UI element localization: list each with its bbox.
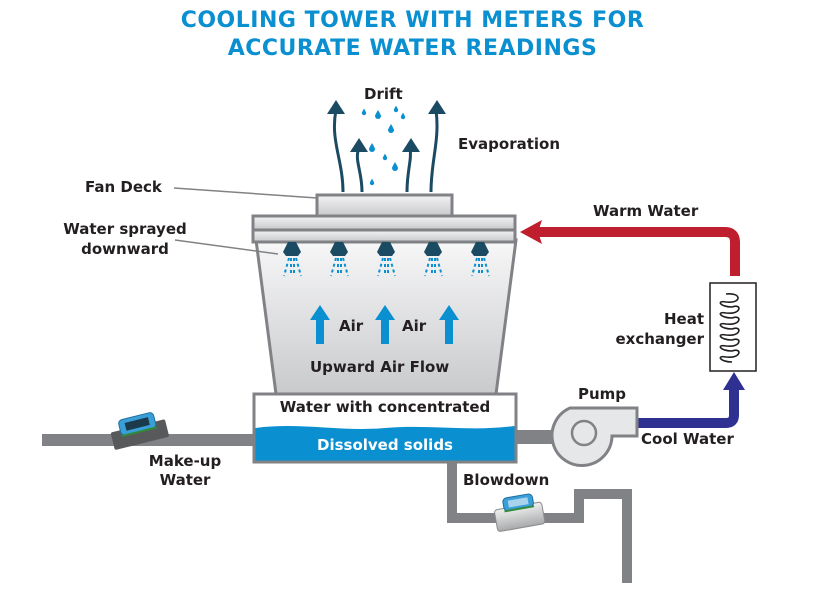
warm-water-pipe	[520, 220, 740, 276]
water-droplet-icon	[393, 105, 399, 113]
fan-deck-label: Fan Deck	[85, 178, 162, 196]
pump-label: Pump	[578, 385, 627, 403]
heat-exchanger-label-line-2: exchanger	[615, 330, 704, 348]
water-droplet-icon	[388, 124, 394, 133]
water-droplet-icon	[369, 178, 375, 186]
fan-deck	[315, 193, 454, 218]
upward-air-flow-label: Upward Air Flow	[310, 358, 450, 376]
evap-arrow-1	[332, 109, 345, 193]
air-arrow-icon	[310, 305, 330, 344]
basin-water	[255, 426, 515, 461]
basin	[252, 392, 518, 464]
distribution-header-bottom	[251, 228, 517, 244]
air-arrow-icon	[439, 305, 459, 344]
evap-arrowhead-3	[402, 138, 420, 152]
evap-arrowhead-4	[428, 100, 446, 114]
water-droplet-icon	[392, 162, 398, 171]
blowdown-label: Blowdown	[463, 471, 550, 489]
spray-nozzle-icon	[330, 242, 349, 277]
evap-arrow-2	[355, 147, 364, 193]
title-line-2: ACCURATE WATER READINGS	[227, 36, 598, 61]
water-droplet-icon	[382, 153, 388, 161]
cool-water-label: Cool Water	[641, 430, 734, 448]
warm-water-label: Warm Water	[593, 202, 699, 220]
makeup-water-label-line-2: Water	[159, 471, 211, 489]
heat-exchanger-label-line-1: Heat	[663, 310, 704, 328]
water-droplet-icon	[369, 143, 375, 152]
evap-arrowhead-2	[350, 138, 368, 152]
water-sprayed-label-line-1: Water sprayed	[63, 220, 187, 238]
evaporation-arrows	[332, 109, 439, 193]
spray-nozzle-icon	[377, 242, 396, 277]
coil-path	[719, 293, 740, 363]
evaporation-label: Evaporation	[458, 135, 561, 153]
spray-nozzle-icon	[471, 242, 490, 277]
blowdown-flow-meter-icon	[494, 493, 546, 532]
evap-arrowhead-1	[327, 100, 345, 114]
drift-label: Drift	[364, 85, 403, 103]
drift-droplets	[361, 105, 406, 186]
water-droplet-icon	[375, 110, 381, 119]
makeup-flow-meter-icon	[110, 412, 169, 450]
blowdown-pipe	[447, 460, 632, 583]
water-droplet-icon	[361, 108, 367, 116]
spray-nozzles	[283, 242, 490, 277]
air-arrows	[310, 305, 459, 344]
water-sprayed-label-line-2: downward	[81, 240, 169, 258]
air-arrow-icon	[375, 305, 395, 344]
air-label-2: Air	[402, 317, 427, 335]
cool-water-pipe	[632, 372, 745, 428]
pump-icon	[550, 406, 639, 467]
heat-exchanger-coil-icon	[719, 293, 740, 363]
title-line-1: COOLING TOWER WITH METERS FOR	[180, 8, 645, 33]
basin-label-line-2: Dissolved solids	[317, 436, 453, 454]
air-label-1: Air	[339, 317, 364, 335]
spray-leader	[174, 239, 279, 255]
spray-nozzle-icon	[283, 242, 302, 277]
basin-label-line-1: Water with concentrated	[279, 398, 491, 416]
evap-arrow-4	[429, 109, 439, 193]
spray-nozzle-icon	[424, 242, 443, 277]
makeup-water-label-line-1: Make-up	[148, 452, 222, 470]
heat-exchanger	[709, 282, 757, 372]
evap-arrow-3	[405, 147, 412, 193]
water-droplet-icon	[400, 112, 406, 120]
cool-water-arrowhead	[723, 372, 745, 390]
distribution-header-top	[251, 214, 517, 232]
fan-deck-leader	[173, 187, 318, 199]
pump-inlet-pipe	[516, 430, 562, 444]
warm-water-arrowhead	[520, 220, 542, 244]
